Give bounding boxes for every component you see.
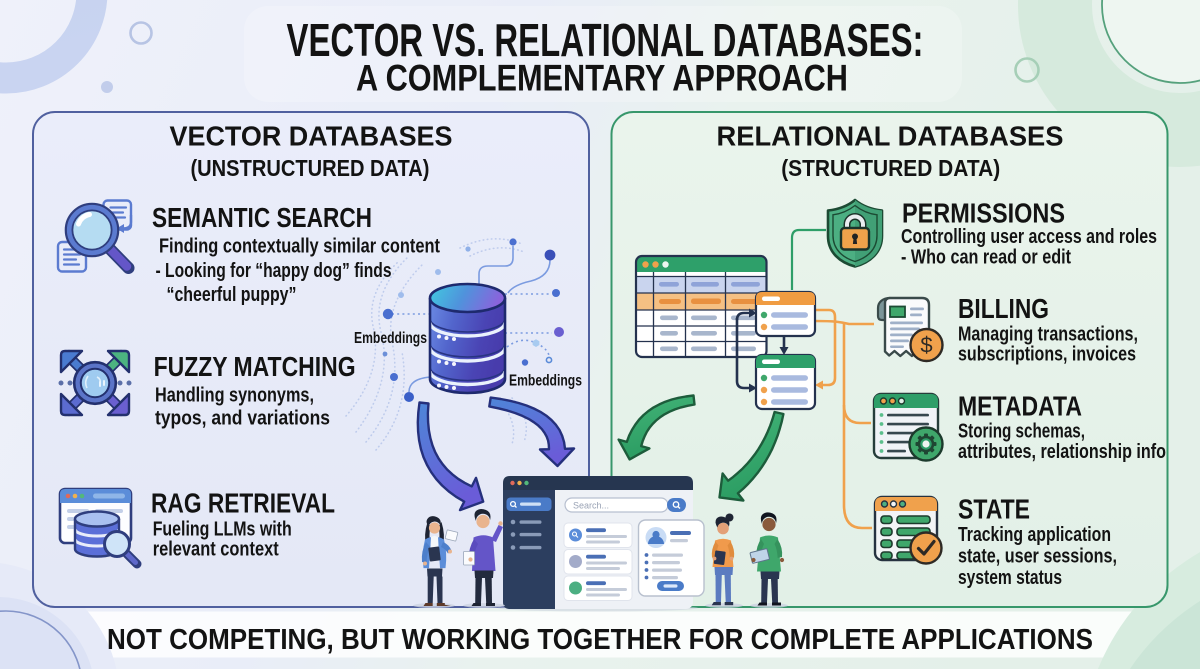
svg-text:VECTOR DATABASES: VECTOR DATABASES: [170, 121, 453, 152]
svg-text:(UNSTRUCTURED DATA): (UNSTRUCTURED DATA): [191, 155, 430, 181]
svg-text:relevant context: relevant context: [153, 539, 279, 561]
svg-text:VECTOR VS. RELATIONAL DATABASE: VECTOR VS. RELATIONAL DATABASES:: [287, 14, 924, 66]
svg-text:system status: system status: [958, 567, 1062, 589]
svg-text:Finding contextually similar c: Finding contextually similar content: [159, 235, 440, 257]
svg-text:state, user sessions,: state, user sessions,: [958, 546, 1117, 568]
svg-text:“cheerful puppy”: “cheerful puppy”: [167, 284, 297, 306]
svg-text:Managing transactions,: Managing transactions,: [958, 324, 1138, 346]
svg-text:NOT COMPETING, BUT WORKING TOG: NOT COMPETING, BUT WORKING TOGETHER FOR …: [107, 624, 1093, 656]
svg-text:STATE: STATE: [958, 494, 1030, 525]
svg-text:RELATIONAL DATABASES: RELATIONAL DATABASES: [717, 121, 1064, 152]
svg-text:subscriptions, invoices: subscriptions, invoices: [958, 344, 1136, 366]
svg-text:RAG RETRIEVAL: RAG RETRIEVAL: [151, 487, 335, 518]
svg-text:$: $: [920, 333, 932, 358]
svg-text:SEMANTIC SEARCH: SEMANTIC SEARCH: [152, 202, 372, 233]
svg-text:Search...: Search...: [573, 501, 609, 511]
svg-text:PERMISSIONS: PERMISSIONS: [902, 198, 1065, 229]
svg-text:typos, and variations: typos, and variations: [155, 408, 330, 430]
svg-text:Embeddings: Embeddings: [354, 330, 427, 347]
svg-text:(STRUCTURED DATA): (STRUCTURED DATA): [781, 155, 1000, 181]
svg-text:- Who can read or edit: - Who can read or edit: [901, 247, 1071, 269]
svg-text:- Looking for “happy dog” find: - Looking for “happy dog” finds: [156, 260, 392, 282]
svg-text:A COMPLEMENTARY APPROACH: A COMPLEMENTARY APPROACH: [356, 57, 848, 98]
svg-text:Handling synonyms,: Handling synonyms,: [155, 385, 314, 407]
svg-text:Fueling LLMs with: Fueling LLMs with: [153, 518, 292, 540]
svg-text:Storing schemas,: Storing schemas,: [958, 421, 1085, 443]
svg-text:Embeddings: Embeddings: [509, 373, 582, 390]
svg-text:METADATA: METADATA: [958, 391, 1082, 422]
svg-text:Tracking application: Tracking application: [958, 524, 1111, 546]
svg-text:attributes, relationship info: attributes, relationship info: [958, 441, 1166, 463]
svg-text:Controlling user access and ro: Controlling user access and roles: [901, 226, 1157, 248]
svg-text:BILLING: BILLING: [958, 293, 1049, 324]
svg-text:FUZZY MATCHING: FUZZY MATCHING: [154, 351, 356, 382]
